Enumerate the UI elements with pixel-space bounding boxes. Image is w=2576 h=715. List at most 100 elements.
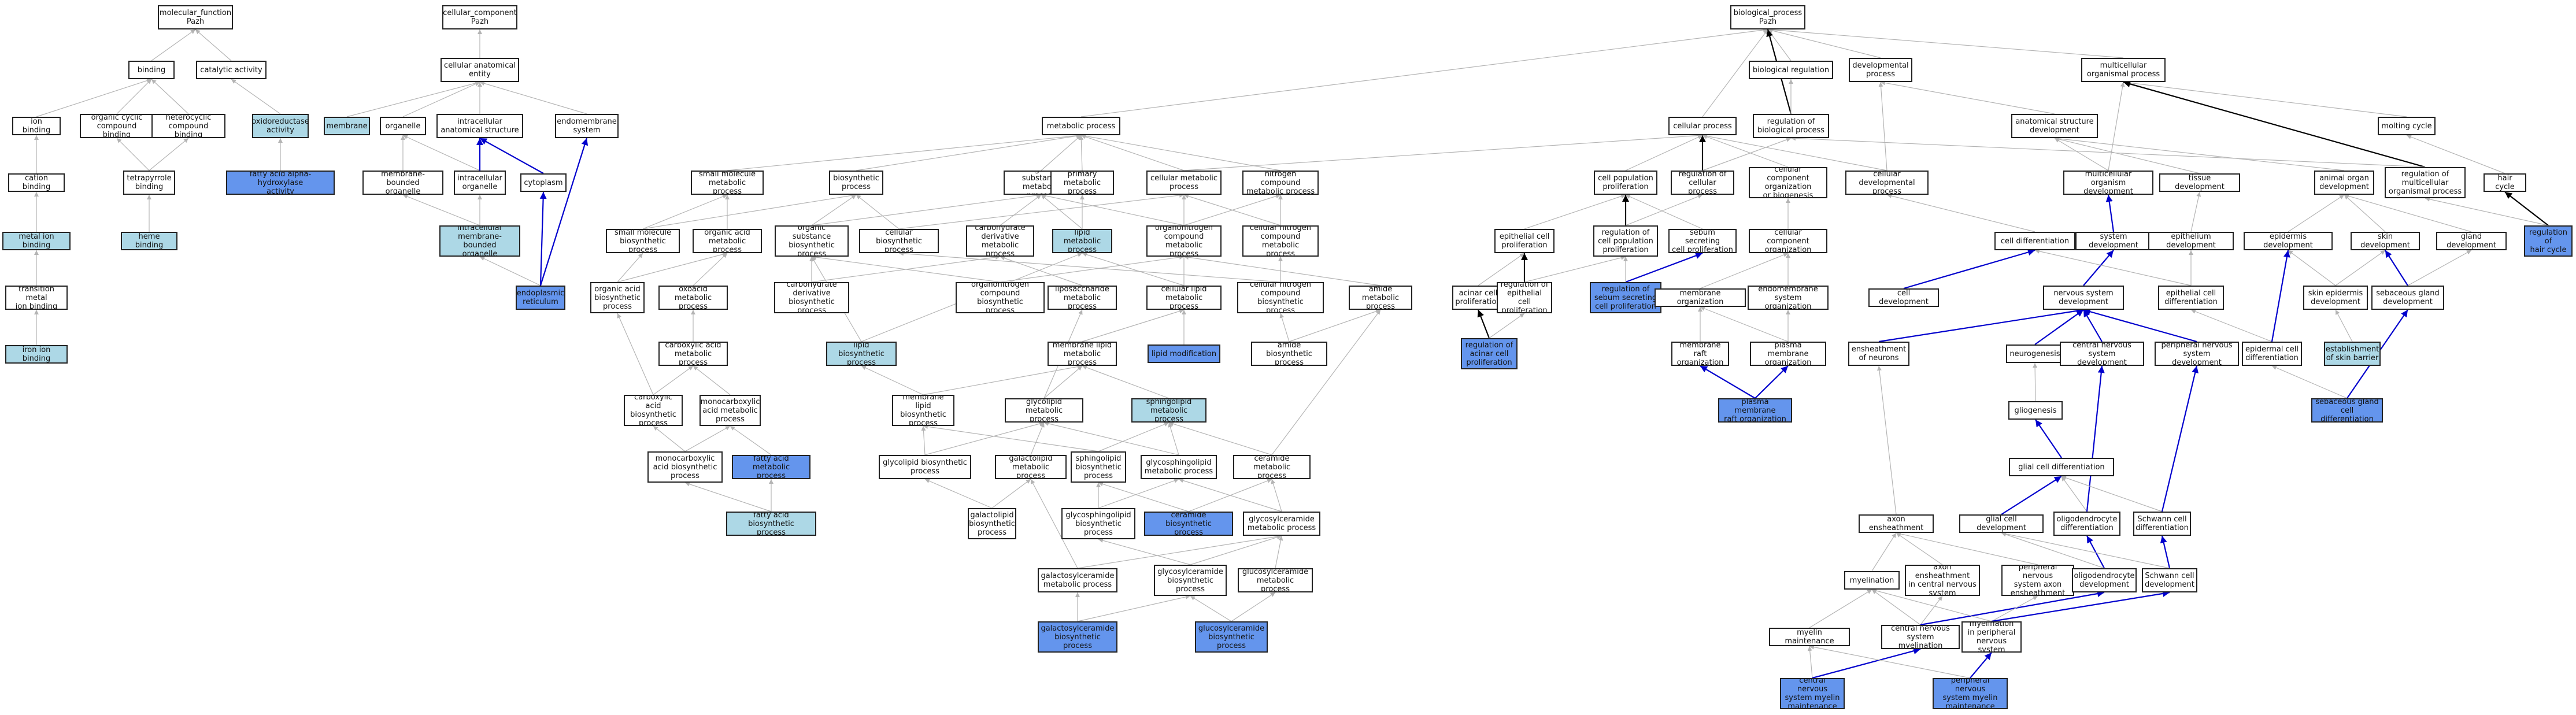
node-mop[interactable]: multicellular organismal process: [2081, 58, 2166, 82]
node-cnsd[interactable]: central nervous system development: [2060, 342, 2144, 366]
node-oamp[interactable]: organic acid metabolic process: [693, 229, 762, 253]
node-cbp[interactable]: cellular biosynthetic process: [859, 229, 939, 253]
node-osbp[interactable]: organic substance biosynthetic process: [775, 225, 849, 257]
node-heme[interactable]: heme binding: [121, 232, 177, 250]
node-fabp[interactable]: fatty acid biosynthetic process: [726, 512, 816, 536]
node-oncbp[interactable]: organonitrogen compound biosynthetic pro…: [956, 282, 1045, 313]
node-epiddev[interactable]: epidermis development: [2244, 232, 2333, 250]
node-pnsaxon[interactable]: peripheral nervous system axon ensheathm…: [2001, 565, 2074, 596]
node-cationbind[interactable]: cation binding: [8, 173, 65, 192]
node-mcamp[interactable]: monocarboxylic acid metabolic process: [699, 395, 761, 426]
node-lmp[interactable]: lipid metabolic process: [1052, 229, 1112, 253]
node-lbp[interactable]: lipid biosynthetic process: [826, 342, 897, 366]
node-cpp[interactable]: cell population proliferation: [1594, 171, 1657, 195]
node-myelinmaint[interactable]: myelin maintenance: [1769, 628, 1850, 646]
node-regcp[interactable]: regulation of cellular process: [1671, 171, 1734, 195]
node-acinarprolif[interactable]: acinar cell proliferation: [1452, 286, 1504, 310]
node-gcdev[interactable]: glial cell development: [1959, 514, 2044, 533]
node-mlbp[interactable]: membrane lipid biosynthetic process: [892, 395, 954, 426]
node-amidemp[interactable]: amide metabolic process: [1349, 286, 1412, 310]
node-catalytic[interactable]: catalytic activity: [196, 61, 267, 79]
node-pnsd[interactable]: peripheral nervous system development: [2155, 342, 2239, 366]
node-ecd[interactable]: epithelial cell differentiation: [2158, 286, 2224, 310]
node-metabolic[interactable]: metabolic process: [1042, 117, 1120, 135]
node-organelle[interactable]: organelle: [380, 117, 426, 135]
node-cmp[interactable]: cellular metabolic process: [1146, 171, 1222, 195]
node-smm[interactable]: small molecule metabolic process: [691, 171, 764, 195]
node-glucoceramidemp[interactable]: glucosylceramide metabolic process: [1238, 568, 1313, 592]
node-oncmp[interactable]: organonitrogen compound metabolic proces…: [1146, 225, 1222, 257]
node-pnsmm[interactable]: peripheral nervous system myelin mainten…: [1933, 678, 2008, 709]
node-skinbarrier[interactable]: establishment of skin barrier: [2324, 342, 2381, 366]
node-amidebp[interactable]: amide biosynthetic process: [1251, 342, 1327, 366]
node-sphingobp[interactable]: sphingolipid biosynthetic process: [1071, 451, 1126, 483]
node-cae[interactable]: cellular anatomical entity: [441, 58, 519, 82]
node-glanddev[interactable]: gland development: [2436, 232, 2507, 250]
node-glycosphmp[interactable]: glycosphingolipid metabolic process: [1141, 455, 1217, 479]
node-glycolmp[interactable]: glycolipid metabolic process: [1005, 398, 1083, 423]
node-schwanndev[interactable]: Schwann cell development: [2142, 568, 2197, 592]
node-celldiff[interactable]: cell differentiation: [1994, 232, 2075, 250]
node-mrafto[interactable]: membrane raft organization: [1671, 342, 1729, 366]
node-mbo[interactable]: membrane-bounded organelle: [362, 171, 443, 195]
node-pmro[interactable]: plasma membrane raft organization: [1718, 398, 1792, 423]
node-glucoceramidebp[interactable]: glucosylceramide biosynthetic process: [1195, 621, 1268, 653]
node-sphingomp[interactable]: sphingolipid metabolic process: [1131, 398, 1206, 423]
node-oligodev[interactable]: oligodendrocyte development: [2072, 568, 2137, 592]
node-fahydroxylase[interactable]: fatty acid alpha-hydroxylase activity: [226, 171, 335, 195]
node-mod[interactable]: multicellular organism development: [2063, 171, 2153, 195]
node-asd[interactable]: anatomical structure development: [2011, 114, 2098, 138]
node-bp[interactable]: biological_process Pazh: [1730, 5, 1805, 29]
node-ccob[interactable]: cellular component organization or bioge…: [1749, 167, 1827, 198]
node-regacinar[interactable]: regulation of acinar cell proliferation: [1461, 338, 1518, 369]
node-gliogenesis[interactable]: gliogenesis: [2008, 401, 2063, 420]
node-cabp[interactable]: carboxylic acid biosynthetic process: [624, 395, 683, 426]
node-tetrapyrrole[interactable]: tetrapyrrole binding: [123, 171, 175, 195]
node-binding[interactable]: binding: [128, 61, 175, 79]
node-ecp[interactable]: epithelial cell proliferation: [1494, 229, 1555, 253]
node-pmp[interactable]: primary metabolic process: [1050, 171, 1114, 195]
node-io[interactable]: intracellular organelle: [454, 171, 506, 195]
node-celldev[interactable]: cell development: [1868, 288, 1939, 307]
node-oligodiff[interactable]: oligodendrocyte differentiation: [2053, 512, 2120, 536]
node-glycoceramidemp[interactable]: glycosylceramide metabolic process: [1243, 512, 1320, 536]
node-epidev[interactable]: epithelium development: [2148, 232, 2234, 250]
node-ncm[interactable]: nitrogen compound metabolic process: [1242, 171, 1319, 195]
node-regbio[interactable]: regulation of biological process: [1753, 114, 1829, 138]
node-schwanndiff[interactable]: Schwann cell differentiation: [2133, 512, 2191, 536]
node-oxidoreductase[interactable]: oxidoreductase activity: [252, 114, 309, 138]
node-cc[interactable]: cellular_component Pazh: [442, 5, 517, 29]
node-myelination[interactable]: myelination: [1844, 571, 1900, 590]
node-oabp[interactable]: organic acid biosynthetic process: [590, 282, 645, 313]
node-regecp[interactable]: regulation of epithelial cell proliferat…: [1497, 282, 1552, 313]
node-endoorg[interactable]: endomembrane system organization: [1748, 286, 1829, 310]
node-biosyn[interactable]: biosynthetic process: [829, 171, 883, 195]
node-neurogenesis[interactable]: neurogenesis: [2006, 344, 2064, 363]
node-cnsmyel[interactable]: central nervous system myelination: [1881, 625, 1960, 649]
node-famp[interactable]: fatty acid metabolic process: [732, 455, 810, 479]
node-oxoacid[interactable]: oxoacid metabolic process: [658, 286, 728, 310]
node-galactolmp[interactable]: galactolipid metabolic process: [995, 455, 1067, 479]
node-cncmp[interactable]: cellular nitrogen compound metabolic pro…: [1242, 225, 1319, 257]
node-myelpns[interactable]: myelination in peripheral nervous system: [1961, 621, 2022, 653]
node-glycoceramidebp[interactable]: glycosylceramide biosynthetic process: [1154, 565, 1227, 596]
node-galactolbp[interactable]: galactolipid biosynthetic process: [968, 508, 1016, 539]
node-sscp[interactable]: sebum secreting cell proliferation: [1668, 229, 1737, 253]
node-edcd[interactable]: epidermal cell differentiation: [2242, 342, 2302, 366]
node-axonensheath[interactable]: axon ensheathment: [1859, 514, 1934, 533]
node-heterocyclic[interactable]: heterocyclic compound binding: [151, 114, 225, 138]
node-sgcd[interactable]: sebaceous gland cell differentiation: [2311, 398, 2383, 423]
node-mf[interactable]: molecular_function Pazh: [158, 5, 233, 29]
node-cncbp[interactable]: cellular nitrogen compound biosynthetic …: [1237, 282, 1324, 313]
node-carboxylic[interactable]: carboxylic acid metabolic process: [658, 342, 728, 366]
node-devproc[interactable]: developmental process: [1849, 58, 1912, 82]
node-regcpp[interactable]: regulation of cell population proliferat…: [1593, 225, 1658, 257]
node-mcabp[interactable]: monocarboxylic acid biosynthetic process: [647, 451, 723, 483]
node-membraneorg[interactable]: membrane organization: [1655, 288, 1746, 307]
node-organiccyclic[interactable]: organic cyclic compound binding: [80, 114, 154, 138]
node-axoncns[interactable]: axon ensheathment in central nervous sys…: [1905, 565, 1980, 596]
node-sebgland[interactable]: sebaceous gland development: [2371, 286, 2444, 310]
node-regmop[interactable]: regulation of multicellular organismal p…: [2385, 167, 2466, 198]
node-skindev[interactable]: skin development: [2351, 232, 2420, 250]
node-ionbind[interactable]: ion binding: [12, 117, 61, 135]
